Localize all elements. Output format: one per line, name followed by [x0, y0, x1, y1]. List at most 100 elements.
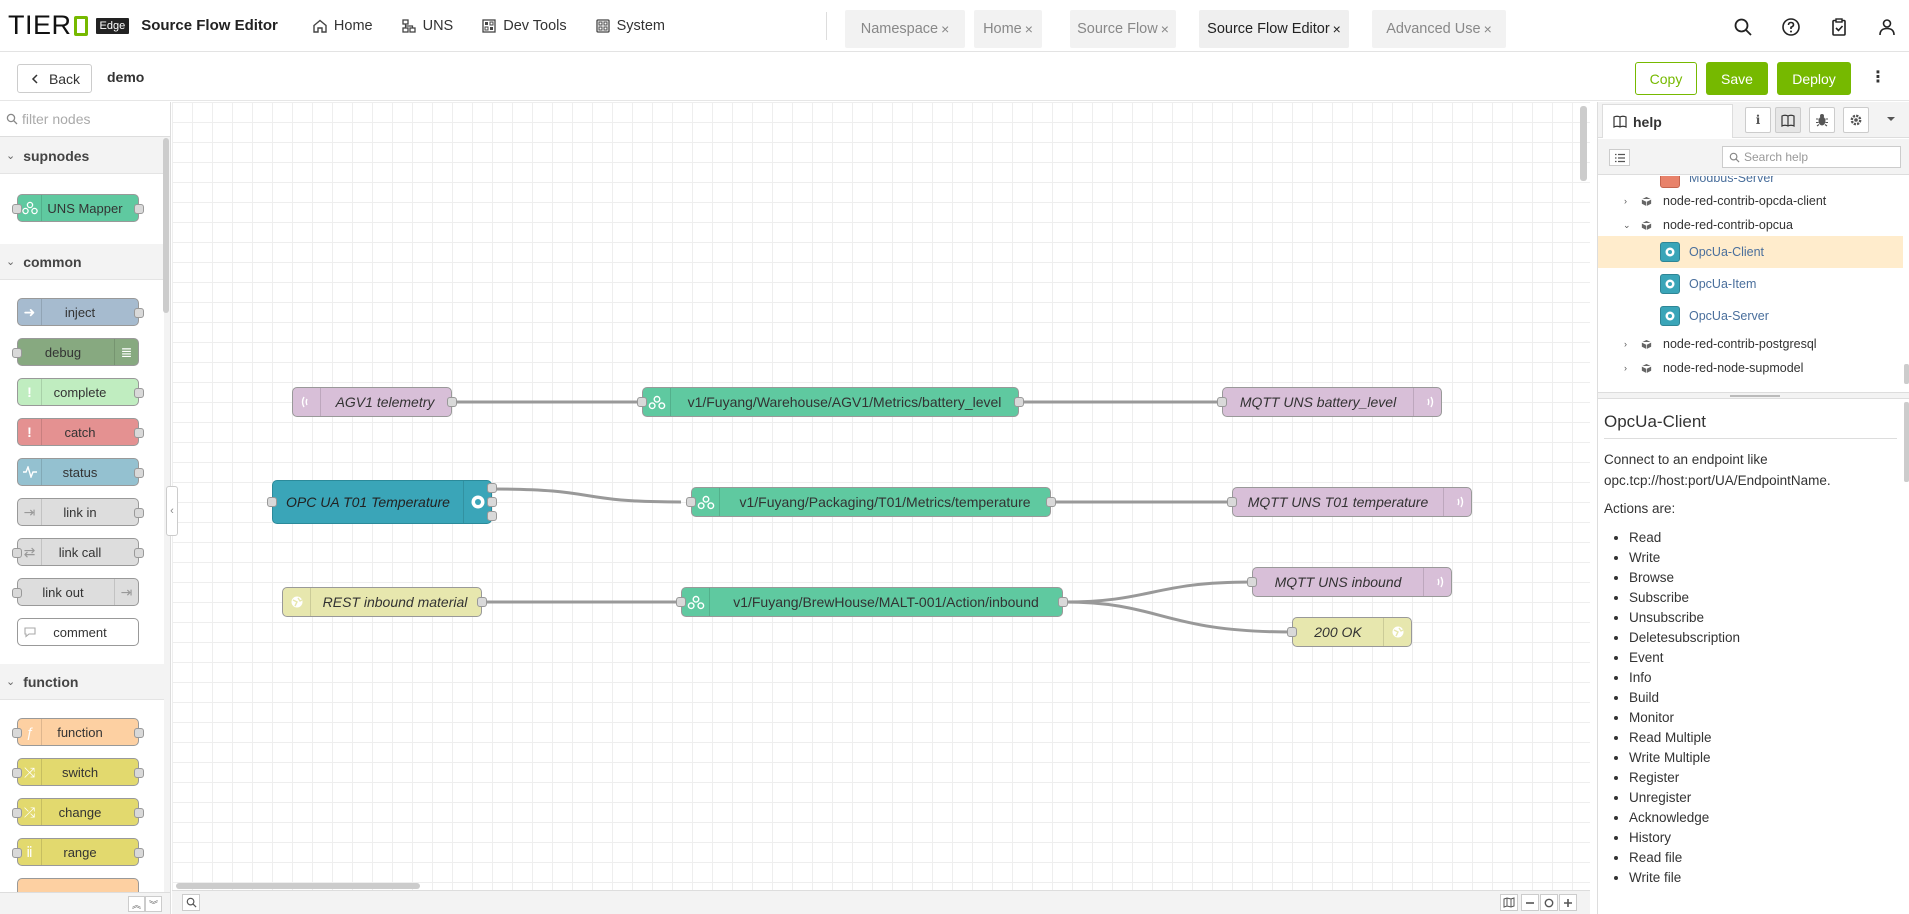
output-port[interactable]	[447, 397, 457, 407]
save-button[interactable]: Save	[1706, 62, 1768, 95]
canvas-horizontal-scrollbar[interactable]	[176, 883, 420, 889]
palette-node-change[interactable]: ⤮ change	[12, 798, 144, 826]
filter-nodes-input[interactable]: filter nodes	[0, 102, 170, 137]
flow-canvas[interactable]: AGV1 telemetry v1/Fuyang/Warehouse/AGV1/…	[172, 102, 1590, 890]
input-port[interactable]	[1217, 397, 1227, 407]
zoom-reset-button[interactable]	[1540, 894, 1558, 911]
nav-dev-tools[interactable]: Dev Tools	[481, 18, 567, 34]
palette-node-catch[interactable]: ! catch	[17, 418, 144, 446]
user-button[interactable]	[1876, 16, 1898, 38]
flow-node-mqtt-temperature[interactable]: MQTT UNS T01 temperature	[1227, 487, 1472, 517]
category-common[interactable]: ⌄ common	[0, 244, 164, 280]
tree-item-opcua-server[interactable]: OpcUa-Server	[1598, 300, 1903, 332]
more-options-button[interactable]: ⋮	[1870, 69, 1886, 86]
output-port[interactable]	[487, 497, 497, 507]
tab-namespace[interactable]: Namespace×	[845, 10, 965, 48]
navigator-button[interactable]	[1500, 894, 1518, 911]
zoom-in-button[interactable]	[1559, 894, 1577, 911]
palette-scrollbar[interactable]	[163, 138, 169, 313]
tree-scrollbar[interactable]	[1904, 364, 1909, 384]
tasks-button[interactable]	[1828, 16, 1850, 38]
category-function[interactable]: ⌄ function	[0, 664, 164, 700]
flow-node-uns-mapper-temperature[interactable]: v1/Fuyang/Packaging/T01/Metrics/temperat…	[686, 487, 1056, 517]
palette-node-range[interactable]: ⅱ range	[12, 838, 144, 866]
wire[interactable]	[1063, 580, 1253, 604]
deploy-button[interactable]: Deploy	[1777, 62, 1851, 95]
input-port[interactable]	[676, 597, 686, 607]
palette-node-link-in[interactable]: ⇥ link in	[17, 498, 144, 526]
wire[interactable]	[491, 487, 682, 504]
help-scrollbar[interactable]	[1904, 402, 1909, 482]
nav-home[interactable]: Home	[312, 18, 373, 34]
flow-node-http-response[interactable]: 200 OK	[1287, 617, 1412, 647]
palette-node-inject[interactable]: ➜ inject	[17, 298, 144, 326]
output-port[interactable]	[1046, 497, 1056, 507]
tab-advanced-use[interactable]: Advanced Use×	[1372, 10, 1506, 48]
search-flows-button[interactable]	[182, 894, 200, 911]
palette-node-function[interactable]: ƒ function	[12, 718, 144, 746]
close-icon[interactable]: ×	[941, 21, 950, 37]
expand-all-button[interactable]: ︾	[145, 896, 162, 912]
flow-node-uns-mapper-inbound[interactable]: v1/Fuyang/BrewHouse/MALT-001/Action/inbo…	[676, 587, 1068, 617]
flow-node-uns-mapper-battery[interactable]: v1/Fuyang/Warehouse/AGV1/Metrics/battery…	[637, 387, 1024, 417]
category-supnodes[interactable]: ⌄ supnodes	[0, 138, 164, 174]
collapse-all-button[interactable]: ︽	[128, 896, 145, 912]
sidebar-split-handle[interactable]	[1598, 392, 1909, 399]
copy-button[interactable]: Copy	[1635, 62, 1697, 95]
help-tab-button[interactable]	[1775, 107, 1801, 133]
help-search-input[interactable]: Search help	[1722, 146, 1901, 168]
palette-collapse-handle[interactable]: ‹	[166, 486, 178, 536]
tree-item-modbus-server[interactable]: Modbus-Server	[1598, 176, 1903, 190]
palette-node-comment[interactable]: comment	[17, 618, 139, 646]
tree-item-opcua[interactable]: ⌄ node-red-contrib-opcua	[1598, 213, 1903, 237]
info-tab-button[interactable]: i	[1745, 107, 1771, 133]
input-port[interactable]	[1287, 627, 1297, 637]
close-icon[interactable]: ×	[1024, 21, 1033, 37]
output-port[interactable]	[477, 597, 487, 607]
tab-source-flow-editor[interactable]: Source Flow Editor×	[1199, 10, 1349, 48]
tree-item-opcua-item[interactable]: OpcUa-Item	[1598, 268, 1903, 300]
tab-source-flow[interactable]: Source Flow×	[1070, 10, 1176, 48]
zoom-out-button[interactable]	[1521, 894, 1539, 911]
tab-home[interactable]: Home×	[974, 10, 1042, 48]
input-port[interactable]	[686, 497, 696, 507]
tree-item-opcda-client[interactable]: › node-red-contrib-opcda-client	[1598, 189, 1903, 213]
tree-item-supmodel[interactable]: › node-red-node-supmodel	[1598, 356, 1903, 380]
close-icon[interactable]: ×	[1332, 21, 1341, 37]
palette-node-uns-mapper[interactable]: UNS Mapper	[12, 194, 144, 222]
flow-node-opcua-temperature[interactable]: OPC UA T01 Temperature	[267, 480, 497, 524]
palette-node-link-call[interactable]: ⇄ link call	[12, 538, 144, 566]
config-tab-button[interactable]	[1843, 107, 1869, 133]
flow-node-mqtt-battery[interactable]: MQTT UNS battery_level	[1217, 387, 1442, 417]
debug-tab-button[interactable]	[1809, 107, 1835, 133]
palette-node-debug[interactable]: debug ≣	[12, 338, 139, 366]
palette-node-status[interactable]: status	[17, 458, 144, 486]
wire[interactable]	[1063, 600, 1293, 634]
output-port[interactable]	[487, 483, 497, 493]
help-button[interactable]	[1780, 16, 1802, 38]
input-port[interactable]	[1227, 497, 1237, 507]
flow-node-agv1-telemetry[interactable]: AGV1 telemetry	[292, 387, 457, 417]
tab-help[interactable]: help	[1602, 104, 1733, 138]
output-port[interactable]	[487, 511, 497, 521]
close-icon[interactable]: ×	[1483, 21, 1492, 37]
nav-system[interactable]: System	[595, 18, 665, 34]
toc-toggle-button[interactable]	[1609, 149, 1630, 166]
back-button[interactable]: Back	[17, 64, 92, 93]
output-port[interactable]	[1014, 397, 1024, 407]
nav-uns[interactable]: UNS	[401, 18, 453, 34]
input-port[interactable]	[267, 497, 277, 507]
close-icon[interactable]: ×	[1160, 21, 1169, 37]
palette-node-complete[interactable]: ! complete	[17, 378, 144, 406]
flow-node-mqtt-inbound[interactable]: MQTT UNS inbound	[1247, 567, 1452, 597]
input-port[interactable]	[637, 397, 647, 407]
flow-node-rest-inbound[interactable]: REST inbound material	[282, 587, 487, 617]
tree-item-postgresql[interactable]: › node-red-contrib-postgresql	[1598, 332, 1903, 356]
search-button[interactable]	[1732, 16, 1754, 38]
palette-node-switch[interactable]: ⤨ switch	[12, 758, 144, 786]
palette-node-link-out[interactable]: link out ⇥	[12, 578, 139, 606]
tree-item-opcua-client[interactable]: OpcUa-Client	[1598, 236, 1903, 268]
sidebar-menu-button[interactable]	[1885, 112, 1897, 130]
output-port[interactable]	[1058, 597, 1068, 607]
input-port[interactable]	[1247, 577, 1257, 587]
